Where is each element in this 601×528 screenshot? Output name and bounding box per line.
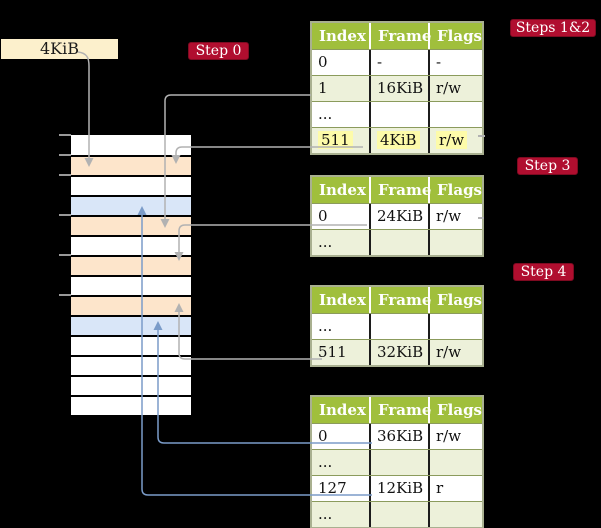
table-row: ... xyxy=(312,449,482,475)
arrow-entry511-to-32kib-frame xyxy=(178,312,322,360)
table-cell: 24KiB xyxy=(369,204,428,229)
memory-frame-row-blue xyxy=(71,315,191,335)
table-cell xyxy=(369,314,428,339)
column-header-flags: Flags xyxy=(428,287,482,313)
table-cell xyxy=(428,230,482,255)
column-header-index: Index xyxy=(319,181,366,199)
table-cell: 0 xyxy=(318,53,328,71)
table-cell: - xyxy=(428,50,482,75)
highlighted-value: 511 xyxy=(318,131,353,149)
table-cell: 32KiB xyxy=(369,340,428,365)
table-cell: 36KiB xyxy=(369,424,428,449)
column-header-flags: Flags xyxy=(428,177,482,203)
memory-frame-row-peach xyxy=(71,215,191,235)
highlighted-value: 4KiB xyxy=(377,131,420,149)
column-header-index: Index xyxy=(319,27,366,45)
column-header-flags: Flags xyxy=(428,397,482,423)
table-cell: r/w xyxy=(428,76,482,101)
memory-frame-row-white xyxy=(71,335,191,355)
table-cell xyxy=(428,102,482,127)
memory-frame-row-white xyxy=(71,375,191,395)
root-frame-label: 4KiB xyxy=(39,39,79,58)
physical-memory-column xyxy=(71,135,191,415)
column-header-flags: Flags xyxy=(428,23,482,49)
table-cell: 4KiB xyxy=(369,128,428,153)
table-cell: 511 xyxy=(312,128,369,153)
table-cell: ... xyxy=(318,453,333,471)
memory-frame-row-blue xyxy=(71,195,191,215)
table-cell: 0 xyxy=(318,427,328,445)
table-cell: ... xyxy=(318,233,333,251)
table-row: 511 4KiB r/w xyxy=(312,127,482,153)
memory-frame-row-white xyxy=(71,135,191,155)
table-cell: - xyxy=(369,50,428,75)
column-header-frame: Frame xyxy=(369,287,431,313)
table-cell: 1 xyxy=(318,79,328,97)
table-cell: ... xyxy=(318,317,333,335)
memory-frame-row-white xyxy=(71,235,191,255)
highlighted-value: r/w xyxy=(436,131,468,149)
column-header-frame: Frame xyxy=(369,177,431,203)
memory-frame-row-peach xyxy=(71,155,191,175)
step-4-badge: Step 4 xyxy=(513,263,574,281)
table-cell: 12KiB xyxy=(369,476,428,501)
column-header-index: Index xyxy=(319,401,366,419)
table-cell: 0 xyxy=(318,207,328,225)
memory-frame-row-peach xyxy=(71,255,191,275)
memory-frame-row-white xyxy=(71,175,191,195)
memory-frame-row-white xyxy=(71,355,191,375)
table-cell: 511 xyxy=(318,343,347,361)
memory-frame-row-peach xyxy=(71,295,191,315)
root-frame-box: 4KiB xyxy=(1,39,118,59)
table-cell xyxy=(369,502,428,527)
table-row: ... xyxy=(312,501,482,527)
column-header-frame: Frame xyxy=(369,23,431,49)
table-cell: ... xyxy=(318,505,333,523)
column-header-index: Index xyxy=(319,291,366,309)
table-cell xyxy=(369,230,428,255)
table-cell: r/w xyxy=(428,204,482,229)
table-row: ... xyxy=(312,229,482,255)
table-cell: r/w xyxy=(428,424,482,449)
table-cell: 127 xyxy=(318,479,347,497)
table-cell: r/w xyxy=(428,128,482,153)
table-row: ... xyxy=(312,101,482,127)
table-cell xyxy=(428,314,482,339)
table-cell xyxy=(428,502,482,527)
memory-frame-row-white xyxy=(71,395,191,415)
step-3-badge: Step 3 xyxy=(517,157,578,175)
steps-1-2-badge: Steps 1&2 xyxy=(510,19,596,37)
memory-frame-row-white xyxy=(71,275,191,295)
column-header-frame: Frame xyxy=(369,397,431,423)
table-row: ... xyxy=(312,313,482,339)
table-cell: r/w xyxy=(428,340,482,365)
table-cell xyxy=(369,102,428,127)
step-0-badge: Step 0 xyxy=(188,42,249,60)
table-cell xyxy=(428,450,482,475)
table-row: 0 -- xyxy=(312,49,482,75)
table-cell: r xyxy=(428,476,482,501)
table-cell: ... xyxy=(318,105,333,123)
table-cell xyxy=(369,450,428,475)
table-cell: 16KiB xyxy=(369,76,428,101)
